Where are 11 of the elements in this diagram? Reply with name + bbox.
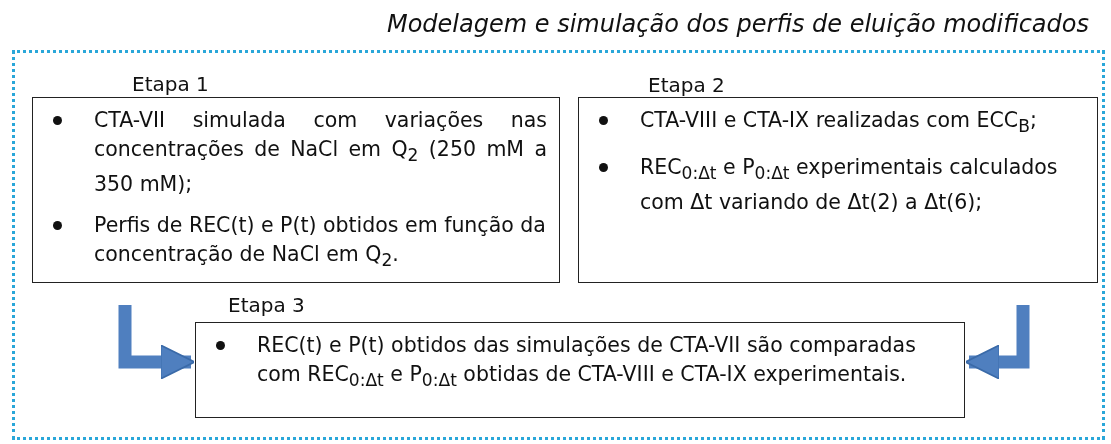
bullet-text: Perfis de REC(t) e P(t) obtidos em função da concentração de NaCl em Q$_{2}$. xyxy=(94,212,547,273)
step-heading: Etapa 2 xyxy=(648,73,725,97)
step-heading: Etapa 1 xyxy=(132,72,209,96)
frame-label: Modelagem e simulação dos perfis de eluição modificados xyxy=(386,10,1089,38)
step-heading: Etapa 3 xyxy=(228,293,305,317)
bullet-text: CTA-VIII e CTA-IX realizadas com ECC$_{B}$; xyxy=(640,107,1037,139)
bullet-text: CTA-VII simulada com variações nas concentrações de NaCl em Q$_{2}$ (250 mM a 350 mM); xyxy=(94,107,547,199)
bullet-text: REC$_{0:Δt}$ e P$_{0:Δt}$ experimentais calculados com Δt variando de Δt(2) a Δt(6); xyxy=(640,154,1059,217)
arrow xyxy=(964,305,1030,380)
arrow xyxy=(118,305,196,380)
bullet-text: REC(t) e P(t) obtidos das simulações de CTA-VII são comparadas com REC$_{0:Δt}$ e P$_{0:Δt}$ obtidas de CTA-VIII e CTA-IX experimentais. xyxy=(257,332,917,393)
